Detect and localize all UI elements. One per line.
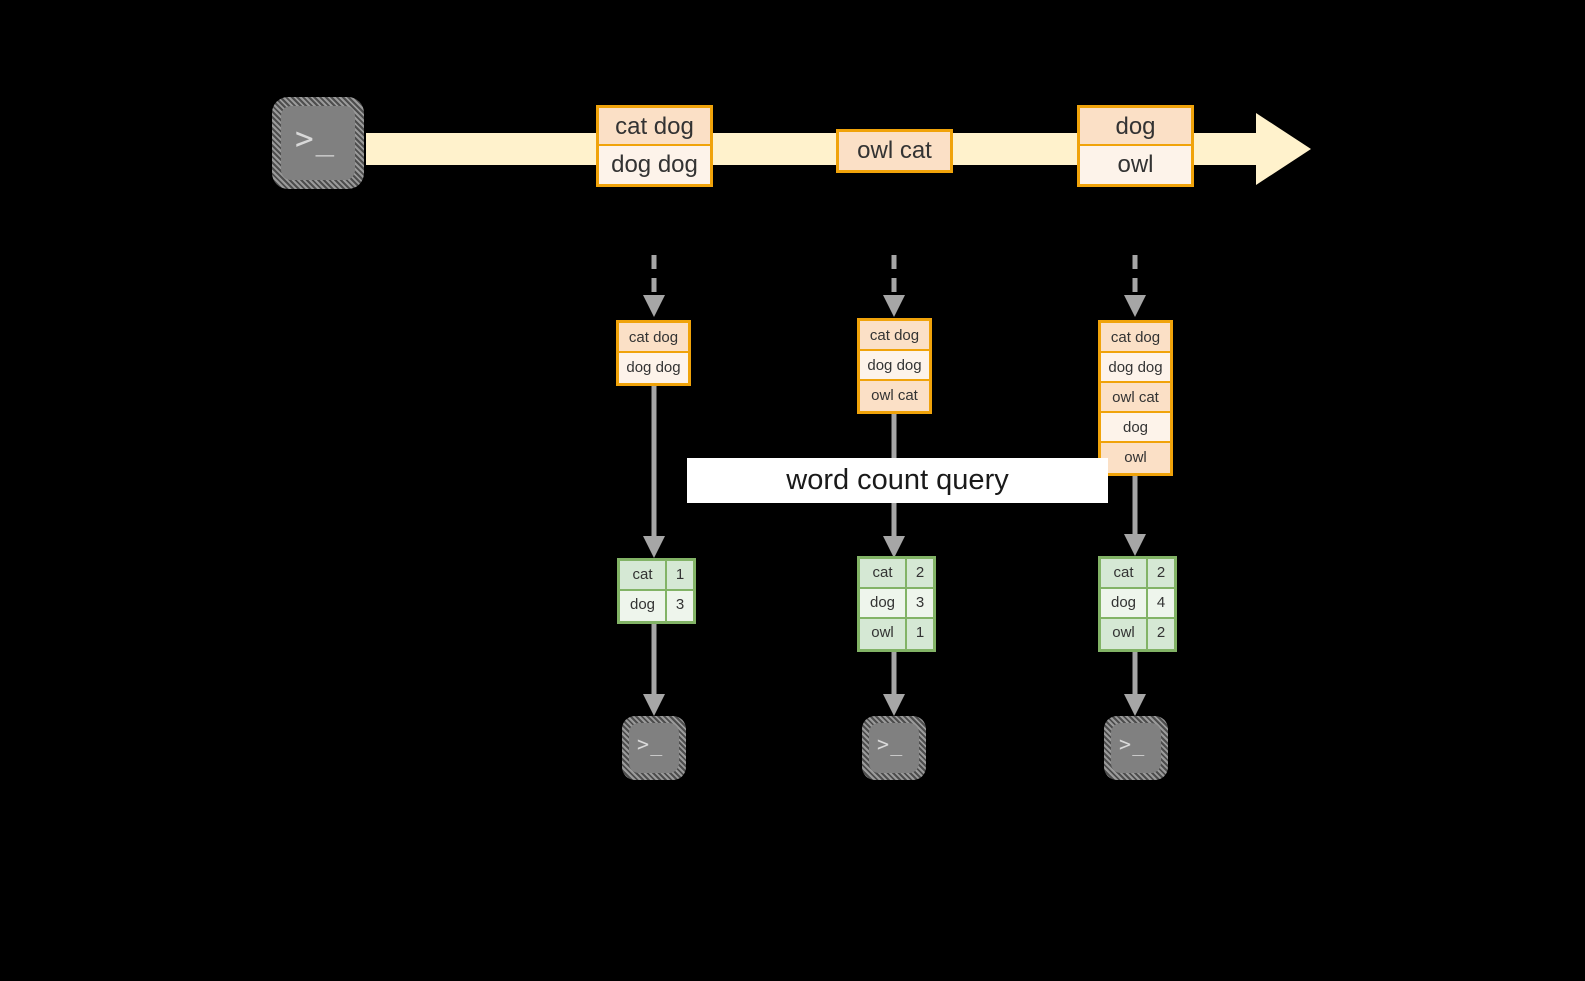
producer-terminal-icon: >_ xyxy=(272,97,364,189)
consumer-terminal-icon-2: >_ xyxy=(862,716,926,780)
stream-record-2: owl cat xyxy=(836,129,953,173)
record-line: dog dog xyxy=(860,351,929,381)
word-count-table-1: cat 1 dog 3 xyxy=(617,558,696,624)
record-line: cat dog xyxy=(619,323,688,353)
table-row: owl 1 xyxy=(860,619,933,649)
word-cell: dog xyxy=(620,591,667,621)
terminal-prompt-glyph: >_ xyxy=(1119,732,1146,756)
terminal-face xyxy=(869,723,919,773)
stream-record-1: cat dog dog dog xyxy=(596,105,713,187)
count-cell: 2 xyxy=(1148,559,1174,587)
snapshot-records-3: cat dog dog dog owl cat dog owl xyxy=(1098,320,1173,476)
count-cell: 2 xyxy=(907,559,933,587)
query-arrow-3 xyxy=(1124,474,1146,556)
record-line: dog xyxy=(1101,413,1170,443)
terminal-prompt-glyph: >_ xyxy=(637,732,664,756)
record-line: owl xyxy=(1080,146,1191,184)
snapshot-records-1: cat dog dog dog xyxy=(616,320,691,386)
query-label: word count query xyxy=(687,458,1108,503)
record-line: dog xyxy=(1080,108,1191,146)
word-cell: cat xyxy=(860,559,907,587)
table-row: dog 4 xyxy=(1101,589,1174,619)
record-line: dog dog xyxy=(619,353,688,383)
snapshot-records-2: cat dog dog dog owl cat xyxy=(857,318,932,414)
count-cell: 3 xyxy=(667,591,693,621)
terminal-face xyxy=(1111,723,1161,773)
terminal-face xyxy=(629,723,679,773)
result-arrow-2 xyxy=(883,650,905,716)
word-cell: cat xyxy=(1101,559,1148,587)
stream-record-3: dog owl xyxy=(1077,105,1194,187)
query-arrow-1 xyxy=(643,384,665,558)
table-row: cat 2 xyxy=(1101,559,1174,589)
count-cell: 1 xyxy=(907,619,933,649)
terminal-prompt-glyph: >_ xyxy=(877,732,904,756)
record-line: cat dog xyxy=(599,108,710,146)
result-arrow-1 xyxy=(643,620,665,716)
record-line: cat dog xyxy=(860,321,929,351)
table-row: cat 1 xyxy=(620,561,693,591)
stream-tap-arrow-2 xyxy=(883,255,905,317)
terminal-face xyxy=(281,106,355,180)
word-cell: owl xyxy=(1101,619,1148,649)
table-row: dog 3 xyxy=(620,591,693,621)
word-cell: owl xyxy=(860,619,907,649)
stream-tap-arrow-1 xyxy=(643,255,665,317)
count-cell: 1 xyxy=(667,561,693,589)
word-cell: dog xyxy=(860,589,907,617)
record-line: owl cat xyxy=(860,381,929,411)
count-cell: 2 xyxy=(1148,619,1174,649)
count-cell: 4 xyxy=(1148,589,1174,617)
consumer-terminal-icon-1: >_ xyxy=(622,716,686,780)
word-count-table-3: cat 2 dog 4 owl 2 xyxy=(1098,556,1177,652)
table-row: cat 2 xyxy=(860,559,933,589)
terminal-prompt-glyph: >_ xyxy=(295,121,337,157)
result-arrow-3 xyxy=(1124,650,1146,716)
table-row: owl 2 xyxy=(1101,619,1174,649)
record-line: dog dog xyxy=(1101,353,1170,383)
consumer-terminal-icon-3: >_ xyxy=(1104,716,1168,780)
word-count-table-2: cat 2 dog 3 owl 1 xyxy=(857,556,936,652)
table-row: dog 3 xyxy=(860,589,933,619)
word-cell: dog xyxy=(1101,589,1148,617)
record-line: owl xyxy=(1101,443,1170,473)
stream-tap-arrow-3 xyxy=(1124,255,1146,317)
record-line: owl cat xyxy=(839,132,950,170)
record-line: cat dog xyxy=(1101,323,1170,353)
record-line: owl cat xyxy=(1101,383,1170,413)
word-cell: cat xyxy=(620,561,667,589)
record-line: dog dog xyxy=(599,146,710,184)
count-cell: 3 xyxy=(907,589,933,617)
